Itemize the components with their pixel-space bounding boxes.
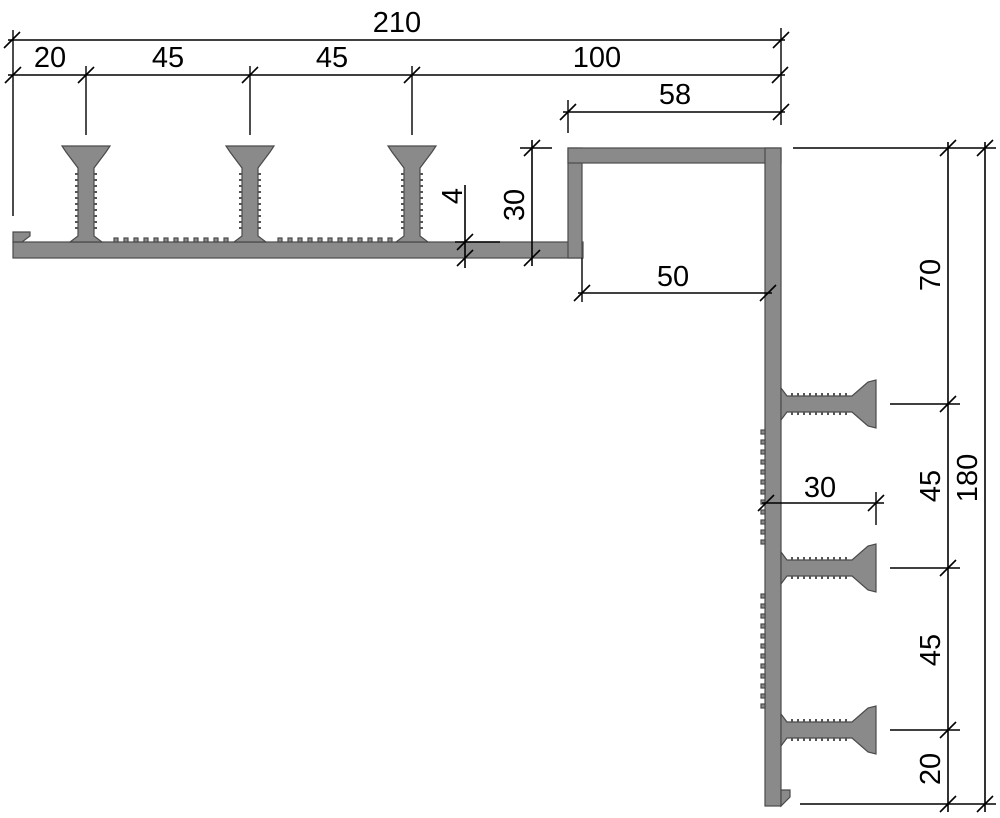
base-rib	[297, 237, 303, 243]
base-rib	[277, 237, 283, 243]
leg-rib	[760, 519, 766, 525]
leg-rib	[760, 459, 766, 465]
dimension-lines	[3, 28, 996, 813]
base-rib	[337, 237, 343, 243]
base-rib	[213, 237, 219, 243]
leg-rib	[760, 439, 766, 445]
tick	[3, 31, 21, 49]
leg-rib	[760, 449, 766, 455]
tick	[771, 66, 789, 84]
leg-rib	[760, 673, 766, 679]
base-rib	[203, 237, 209, 243]
leg-rib	[760, 529, 766, 535]
top-anchor-2	[224, 145, 276, 243]
leg-rib	[760, 663, 766, 669]
base-rib	[163, 237, 169, 243]
top-anchor-3	[386, 145, 438, 243]
dimension-labels: 210 20 45 45 100 58 50 30 4 30 70 45 45 …	[34, 7, 984, 785]
label-inner-width: 50	[657, 261, 689, 293]
top-flange	[567, 147, 782, 164]
label-top-seg-3: 45	[316, 42, 348, 74]
label-right-seg-4: 20	[915, 753, 947, 785]
base-rib	[377, 237, 383, 243]
tick	[456, 249, 474, 267]
label-anchor-length: 30	[804, 472, 836, 504]
label-right-seg-3: 45	[915, 634, 947, 666]
label-top-seg-1: 20	[34, 42, 66, 74]
profile-body	[12, 145, 877, 808]
base-rib	[143, 237, 149, 243]
leg-rib	[760, 613, 766, 619]
leg-rib	[760, 693, 766, 699]
label-top-flange: 58	[659, 79, 691, 111]
base-rib	[387, 237, 393, 243]
side-anchor-group	[780, 379, 877, 755]
leg-rib	[760, 623, 766, 629]
base-rib	[307, 237, 313, 243]
tick	[772, 103, 790, 121]
step-left-wall	[567, 147, 583, 259]
base-rib	[367, 237, 373, 243]
base-rib	[287, 237, 293, 243]
horizontal-base-strip	[12, 241, 584, 259]
label-right-seg-2: 45	[915, 470, 947, 502]
base-rib	[173, 237, 179, 243]
tick	[523, 249, 541, 267]
label-thickness: 4	[437, 188, 469, 204]
label-top-seg-2: 45	[152, 42, 184, 74]
label-right-total: 180	[952, 454, 984, 502]
tick	[759, 284, 777, 302]
leg-rib	[760, 479, 766, 485]
base-rib	[183, 237, 189, 243]
leg-rib	[760, 469, 766, 475]
base-rib	[347, 237, 353, 243]
base-rib	[133, 237, 139, 243]
leg-rib	[760, 489, 766, 495]
leg-rib	[760, 499, 766, 505]
leg-rib	[760, 539, 766, 545]
base-rib	[153, 237, 159, 243]
base-rib	[123, 237, 129, 243]
label-step-height: 30	[499, 189, 531, 221]
leg-rib	[760, 653, 766, 659]
left-hook-lip	[12, 231, 31, 243]
tick	[757, 494, 775, 512]
label-top-seg-4: 100	[573, 42, 621, 74]
leg-rib	[760, 603, 766, 609]
base-rib	[193, 237, 199, 243]
side-anchor-3	[780, 705, 877, 755]
leg-rib	[760, 633, 766, 639]
base-rib	[327, 237, 333, 243]
base-rib	[113, 237, 119, 243]
leg-rib	[760, 593, 766, 599]
base-rib-group	[113, 237, 393, 243]
top-anchor-group	[60, 145, 438, 243]
vertical-leg	[764, 147, 782, 807]
label-top-total: 210	[373, 7, 421, 39]
side-anchor-2	[780, 543, 877, 593]
leg-rib-group	[760, 429, 766, 709]
base-rib	[357, 237, 363, 243]
label-right-seg-1: 70	[915, 259, 947, 291]
top-anchor-1	[60, 145, 112, 243]
base-rib	[317, 237, 323, 243]
leg-rib	[760, 509, 766, 515]
leg-rib	[760, 429, 766, 435]
base-rib	[223, 237, 229, 243]
leg-rib	[760, 703, 766, 709]
side-anchor-1	[780, 379, 877, 429]
leg-rib	[760, 643, 766, 649]
bottom-hook-lip	[780, 789, 791, 808]
leg-rib	[760, 683, 766, 689]
